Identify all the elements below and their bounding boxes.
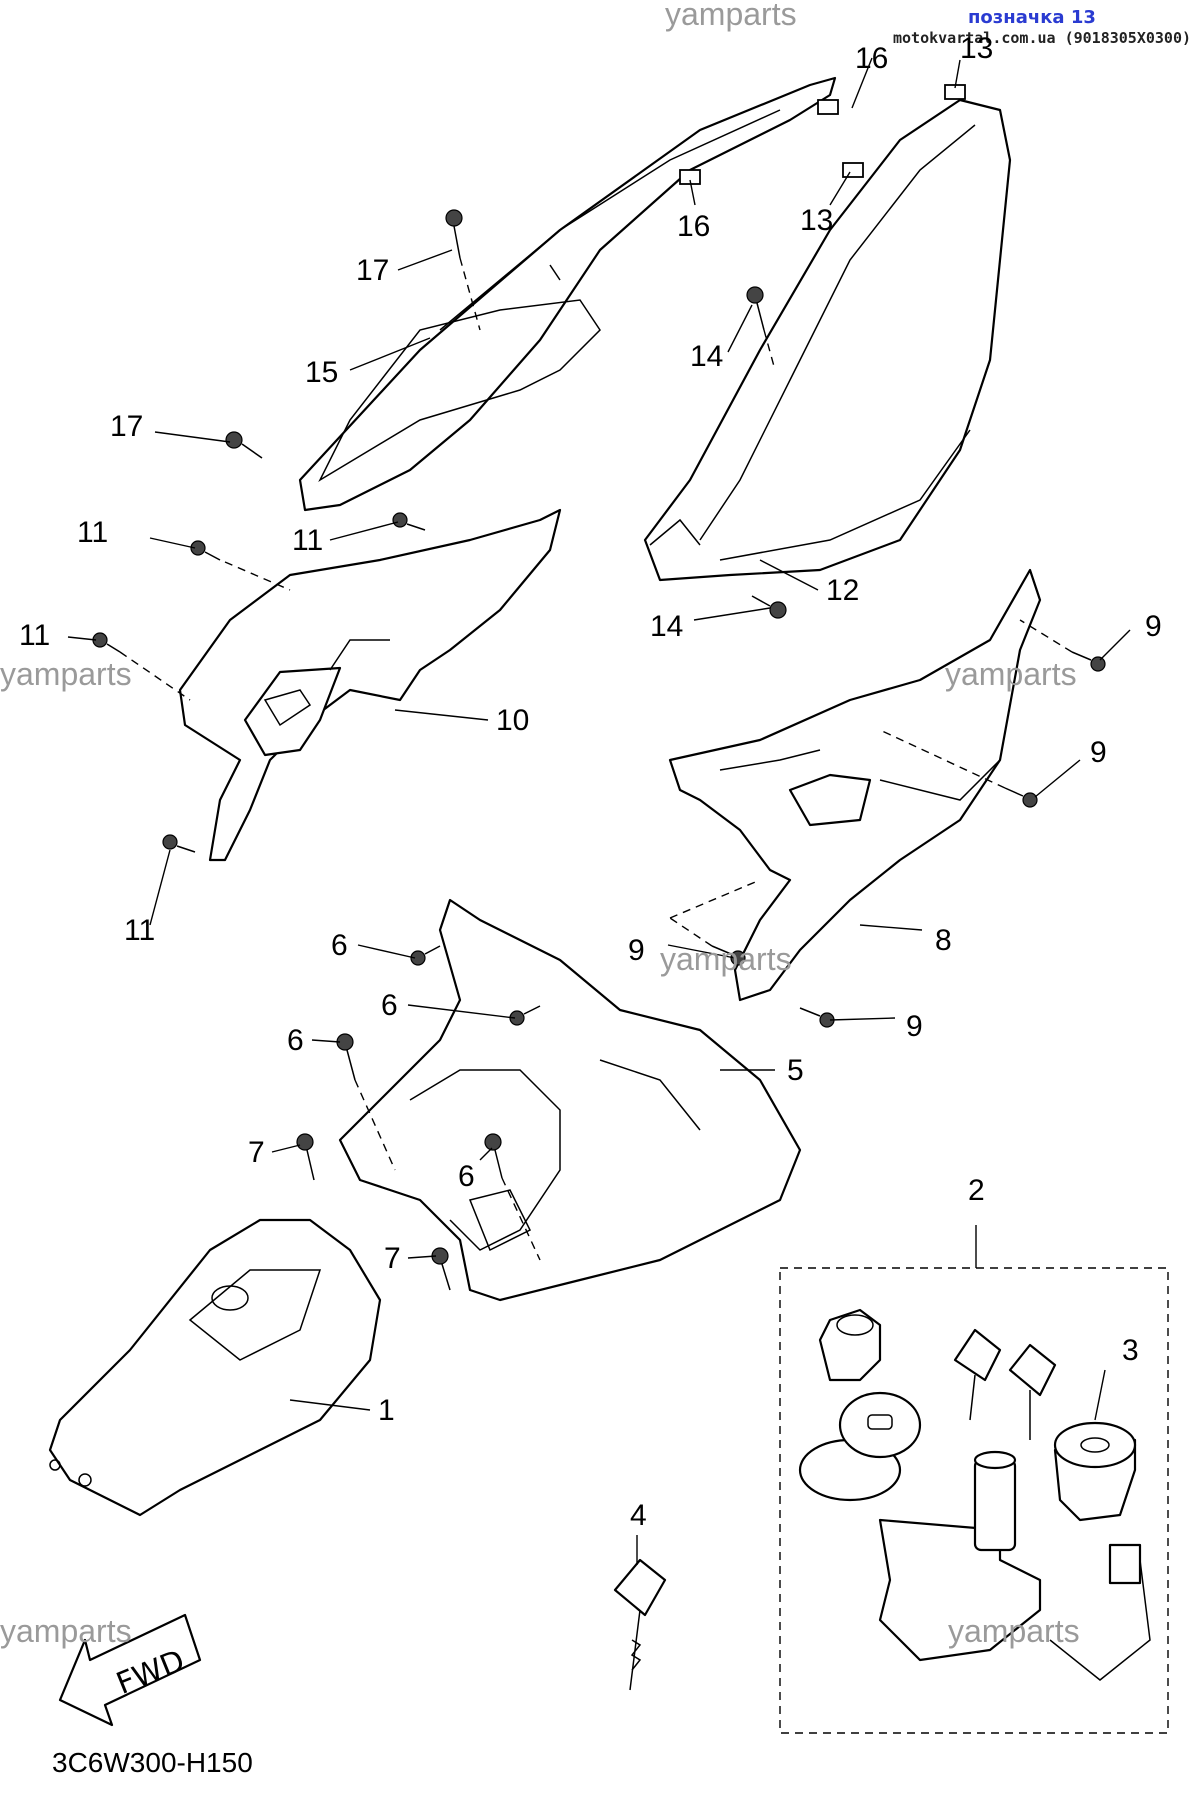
screw-14b <box>751 595 787 619</box>
part-5-inner-cover[interactable] <box>338 898 802 1302</box>
part-12-side-cover-right[interactable] <box>643 98 1012 582</box>
reference-label[interactable]: позначка 13 <box>968 7 1096 28</box>
callout-11[interactable]: 11 <box>77 516 108 549</box>
callout-15[interactable]: 15 <box>305 356 338 389</box>
callout-6[interactable]: 6 <box>381 989 398 1022</box>
callout-6[interactable]: 6 <box>287 1024 304 1057</box>
callout-labels: 13 16 16 13 17 15 17 14 11 11 11 11 10 1… <box>19 32 1162 1532</box>
part-8-side-panel-right[interactable] <box>668 568 1042 1002</box>
callout-13[interactable]: 13 <box>960 32 993 65</box>
callout-6[interactable]: 6 <box>458 1160 475 1193</box>
callout-14[interactable]: 14 <box>690 340 723 373</box>
part-10-side-panel-left[interactable] <box>178 508 562 862</box>
callout-17[interactable]: 17 <box>110 410 143 443</box>
screw-17b <box>225 431 263 459</box>
callout-13[interactable]: 13 <box>800 204 833 237</box>
callout-17[interactable]: 17 <box>356 254 389 287</box>
screw-7b <box>431 1247 451 1291</box>
site-reference[interactable]: motokvartal.com.ua (9018305X0300) <box>893 29 1191 47</box>
callout-2[interactable]: 2 <box>968 1174 985 1207</box>
callout-11[interactable]: 11 <box>292 524 323 557</box>
callout-7[interactable]: 7 <box>248 1136 265 1169</box>
screw-7a <box>296 1133 315 1181</box>
watermark-top: yamparts <box>665 0 797 32</box>
screw-6d <box>484 1133 503 1179</box>
callout-16[interactable]: 16 <box>855 42 888 75</box>
screw-11c <box>92 632 121 653</box>
screw-6a <box>410 945 441 966</box>
screw-9c <box>711 945 746 966</box>
lock-set-group-2[interactable] <box>779 1225 1169 1734</box>
watermark: yamparts <box>660 941 792 977</box>
callout-4[interactable]: 4 <box>630 1499 647 1532</box>
watermark: yamparts <box>0 656 132 692</box>
screw-11d <box>162 834 196 853</box>
callout-11[interactable]: 11 <box>124 914 155 947</box>
callout-5[interactable]: 5 <box>787 1054 804 1087</box>
watermark: yamparts <box>0 1613 132 1649</box>
callout-8[interactable]: 8 <box>935 924 952 957</box>
callout-10[interactable]: 10 <box>496 704 529 737</box>
clip-16b <box>679 169 701 185</box>
callout-1[interactable]: 1 <box>378 1394 395 1427</box>
callout-11[interactable]: 11 <box>19 619 50 652</box>
callout-7[interactable]: 7 <box>384 1242 401 1275</box>
fasteners <box>92 84 1106 1291</box>
callout-16[interactable]: 16 <box>677 210 710 243</box>
callout-3[interactable]: 3 <box>1122 1334 1139 1367</box>
screw-9a <box>1071 651 1106 672</box>
part-1-rear-fender[interactable] <box>48 1218 382 1517</box>
callout-14[interactable]: 14 <box>650 610 683 643</box>
clip-16a <box>817 99 839 115</box>
screw-14a <box>746 286 765 331</box>
callout-9[interactable]: 9 <box>628 934 645 967</box>
screw-6b <box>509 1005 541 1026</box>
clip-13b <box>842 162 864 178</box>
watermarks: yamparts yamparts yamparts yamparts yamp… <box>0 656 1080 1649</box>
callout-9[interactable]: 9 <box>1145 610 1162 643</box>
screw-9b <box>1004 787 1038 808</box>
callout-9[interactable]: 9 <box>906 1010 923 1043</box>
watermark: yamparts <box>948 1613 1080 1649</box>
screw-6c <box>336 1033 356 1081</box>
leader-lines <box>67 57 1131 1565</box>
watermark: yamparts <box>945 656 1077 692</box>
callout-12[interactable]: 12 <box>826 574 859 607</box>
screw-11a <box>190 540 221 561</box>
callout-9[interactable]: 9 <box>1090 736 1107 769</box>
callout-6[interactable]: 6 <box>331 929 348 962</box>
assembly-lines <box>119 257 1073 1261</box>
part-3-lock-cylinder[interactable] <box>1053 1421 1137 1522</box>
screw-17a <box>445 209 463 259</box>
part-4-key[interactable] <box>613 1558 667 1691</box>
screw-9d <box>799 1007 835 1028</box>
part-15-side-cover-left[interactable] <box>298 76 837 512</box>
screw-11b <box>392 512 426 531</box>
diagram-code: 3C6W300-H150 <box>52 1747 253 1778</box>
